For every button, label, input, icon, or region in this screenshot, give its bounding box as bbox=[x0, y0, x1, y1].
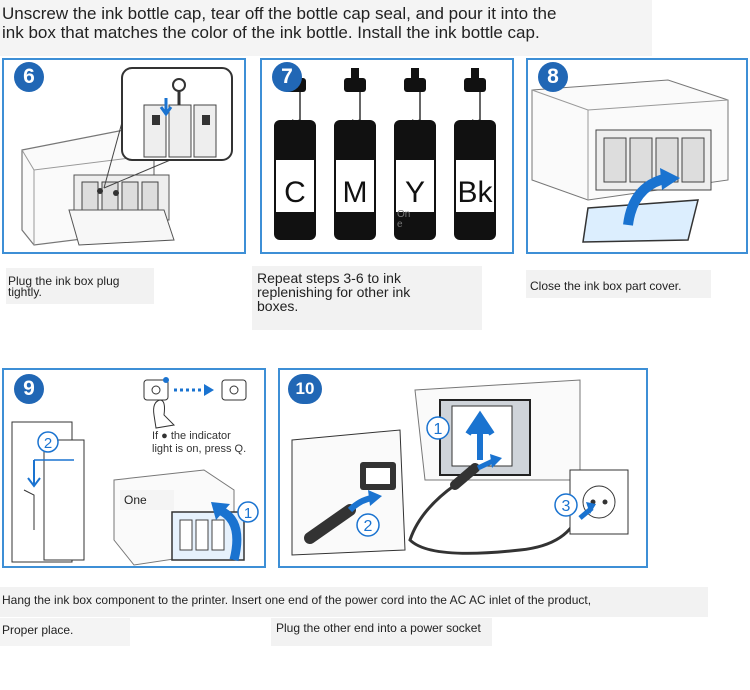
bottle-label-m: M bbox=[343, 176, 368, 209]
bottle-label-c: C bbox=[284, 176, 306, 209]
step-9-one-label: One bbox=[120, 490, 174, 510]
step-7-badge: 7 bbox=[272, 62, 302, 92]
step-6-illustration bbox=[21, 67, 233, 246]
step-6-badge: 6 bbox=[14, 62, 44, 92]
step-7-panel: C M Y Bk 7 On e bbox=[260, 58, 514, 254]
bottle-label-y: Y bbox=[405, 176, 425, 209]
bottle-label-bk: Bk bbox=[457, 176, 493, 209]
step-8-badge: 8 bbox=[538, 62, 568, 92]
bottle-small-label: On e bbox=[397, 209, 411, 230]
step-9-illustration: 2 1 bbox=[11, 377, 259, 566]
bottom-right-text: Plug the other end into a power socket bbox=[271, 618, 492, 646]
intro-text: Unscrew the ink bottle cap, tear off the… bbox=[0, 0, 652, 56]
step-10-illustration: 1 2 3 bbox=[291, 379, 629, 556]
step-9-badge: 9 bbox=[14, 374, 44, 404]
step-9-callout-2: 2 bbox=[44, 435, 52, 452]
step-10-callout-1: 1 bbox=[434, 421, 443, 438]
bottom-left-text: Proper place. bbox=[0, 618, 130, 646]
intro-line-1: Unscrew the ink bottle cap, tear off the… bbox=[2, 4, 557, 23]
step-6-caption: Plug the ink box plug tightly. bbox=[6, 268, 154, 304]
step-7-bottles: C M Y Bk bbox=[274, 68, 496, 240]
step-10-badge: 10 bbox=[288, 374, 322, 404]
bottom-line-1: Hang the ink box component to the printe… bbox=[0, 587, 708, 617]
step-10-callout-2: 2 bbox=[364, 518, 373, 535]
step-9-callout-1: 1 bbox=[244, 505, 252, 522]
step-8-caption: Close the ink box part cover. bbox=[526, 270, 711, 298]
step-6-panel: 6 bbox=[2, 58, 246, 254]
step-7-caption: Repeat steps 3-6 to ink replenishing for… bbox=[252, 266, 482, 330]
step-9-panel: 2 1 9 If ● the indicator light is on, pr… bbox=[2, 368, 266, 568]
step-9-note: If ● the indicator light is on, press Q. bbox=[152, 430, 262, 456]
intro-line-2: ink box that matches the color of the in… bbox=[2, 23, 540, 42]
step-10-panel: 1 2 3 10 bbox=[278, 368, 648, 568]
step-8-illustration bbox=[531, 79, 729, 243]
step-8-panel: 8 bbox=[526, 58, 748, 254]
step-10-callout-3: 3 bbox=[562, 498, 571, 515]
